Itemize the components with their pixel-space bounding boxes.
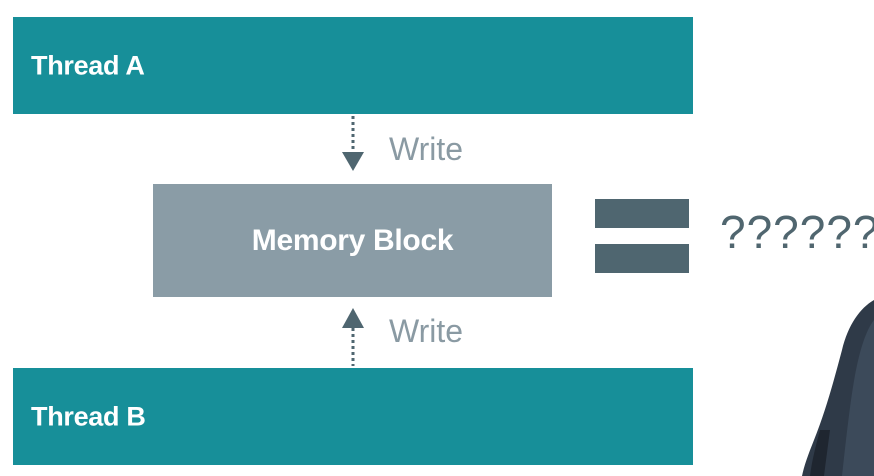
write-top-label: Write — [389, 131, 464, 167]
equals-sign-bottom-bar — [595, 244, 689, 273]
equals-sign-top-bar — [595, 199, 689, 228]
thread-a-box: Thread A — [13, 17, 693, 114]
write-arrow-down-icon — [342, 116, 364, 171]
memory-block-box: Memory Block — [153, 184, 552, 297]
thread-a-label: Thread A — [31, 50, 145, 80]
presenter-image — [802, 300, 874, 476]
thread-b-box: Thread B — [13, 368, 693, 465]
memory-block-label: Memory Block — [251, 223, 454, 257]
write-bottom-label: Write — [389, 313, 464, 349]
result-question-marks: ?????? — [720, 206, 874, 258]
write-arrow-up-icon — [342, 308, 364, 366]
thread-b-label: Thread B — [31, 401, 146, 431]
